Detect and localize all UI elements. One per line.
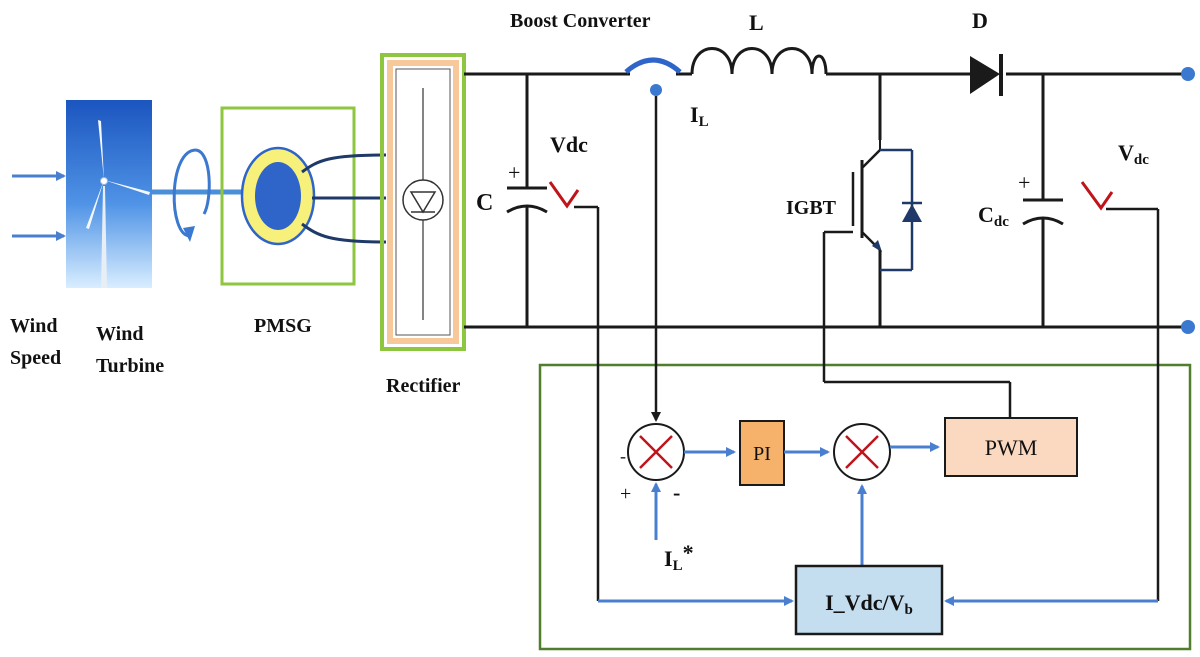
vdc-left-label: Vdc bbox=[550, 132, 588, 157]
rectifier-label: Rectifier bbox=[386, 375, 461, 397]
vdc-sensor-left bbox=[548, 181, 598, 209]
output-capacitor-plus: + bbox=[1018, 170, 1030, 195]
boost-converter-title: Boost Converter bbox=[510, 10, 651, 32]
wind-speed-arrows bbox=[12, 171, 66, 241]
cdc-label: Cdc bbox=[978, 202, 1009, 230]
input-capacitor bbox=[506, 74, 548, 327]
wind-speed-label-line1: Wind bbox=[10, 315, 57, 337]
summing-junction-1 bbox=[627, 423, 685, 481]
summer1-minus-sign: - bbox=[673, 480, 680, 505]
diode-symbol bbox=[968, 54, 1003, 96]
control-signal-wires bbox=[596, 96, 1160, 606]
current-sensor-icon bbox=[624, 57, 682, 96]
vdc-ratio-block bbox=[794, 564, 944, 636]
igbt-switch bbox=[824, 74, 922, 327]
summer1-left-sign: - bbox=[620, 446, 626, 466]
inductor-coil bbox=[690, 47, 828, 75]
rectifier-block bbox=[380, 53, 466, 351]
pmsg-generator bbox=[220, 106, 387, 286]
igbt-label: IGBT bbox=[786, 197, 837, 219]
control-system-frame bbox=[538, 363, 1192, 651]
inductor-current-label: IL bbox=[690, 102, 709, 130]
vdc-ratio-block-label: I_Vdc/Vb bbox=[825, 590, 913, 618]
output-capacitor bbox=[1022, 74, 1064, 327]
output-terminal-negative bbox=[1181, 320, 1195, 334]
rotation-arrow-icon bbox=[172, 148, 211, 242]
vdc-right-label: Vdc bbox=[1118, 140, 1149, 168]
pwm-block bbox=[944, 417, 1078, 477]
pmsg-label: PMSG bbox=[254, 315, 312, 337]
wind-speed-label-line2: Speed bbox=[10, 347, 61, 369]
input-capacitor-label: C bbox=[476, 190, 493, 216]
summing-junction-2 bbox=[833, 423, 891, 481]
reference-current-label: IL* bbox=[664, 540, 694, 574]
wind-turbine-label-line2: Turbine bbox=[96, 355, 164, 377]
pi-block-label: PI bbox=[753, 443, 771, 465]
wind-turbine-image bbox=[66, 100, 152, 288]
summer1-plus-sign: + bbox=[620, 483, 631, 505]
pwm-block-label: PWM bbox=[985, 435, 1038, 460]
diode-label: D bbox=[972, 8, 988, 33]
vdc-sensor-right bbox=[1080, 181, 1158, 211]
wind-turbine-label-line1: Wind bbox=[96, 323, 143, 345]
input-capacitor-plus: + bbox=[508, 160, 520, 185]
inductor-label: L bbox=[749, 10, 764, 35]
output-terminal-positive bbox=[1181, 67, 1195, 81]
